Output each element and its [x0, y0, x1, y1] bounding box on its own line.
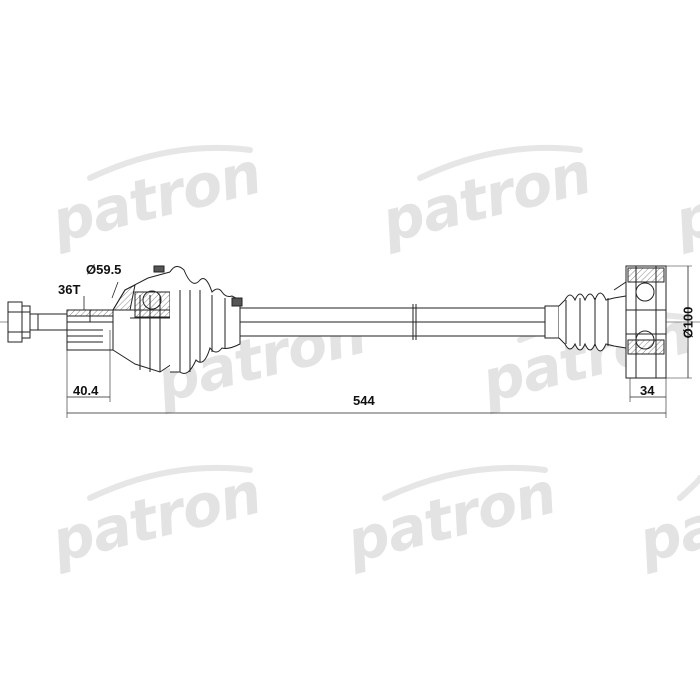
overall-length-label: 544	[353, 393, 375, 408]
inner-joint-diameter-label: Ø59.5	[86, 262, 122, 277]
outer-joint-width-label: 34	[640, 383, 655, 398]
outer-joint-diameter-label: Ø100	[680, 306, 696, 339]
spline-teeth-label: 36T	[58, 282, 81, 297]
hub-nut	[7, 301, 31, 343]
spline-length-label: 40.4	[73, 383, 99, 398]
